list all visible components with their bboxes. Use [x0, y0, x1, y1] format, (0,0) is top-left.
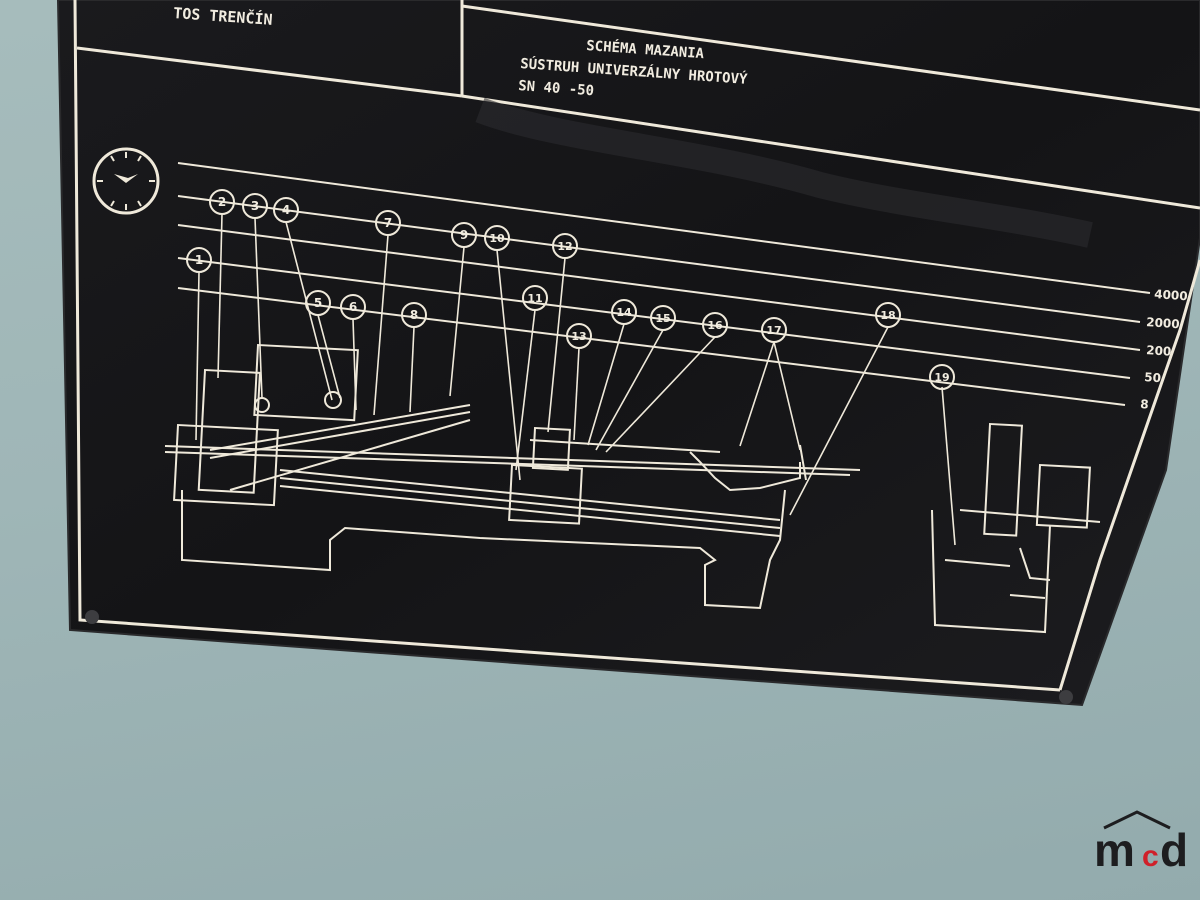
lubrication-point: 13 [566, 323, 592, 349]
interval-label-50: 50 [1144, 370, 1162, 385]
lubrication-point: 5 [305, 290, 331, 316]
lubrication-point: 18 [875, 302, 901, 328]
svg-text:1: 1 [195, 253, 203, 267]
lubrication-point: 7 [375, 210, 401, 236]
svg-text:5: 5 [314, 296, 322, 310]
svg-text:13: 13 [571, 330, 586, 343]
svg-text:12: 12 [557, 240, 572, 253]
lubrication-point: 8 [401, 302, 427, 328]
lubrication-point: 10 [484, 225, 510, 251]
clock-icon [92, 147, 160, 215]
lubrication-point: 3 [242, 193, 268, 219]
lubrication-point: 15 [650, 305, 676, 331]
svg-text:3: 3 [251, 199, 259, 213]
lubrication-point: 19 [929, 364, 955, 390]
svg-text:2: 2 [218, 195, 226, 209]
interval-label-4000: 4000 [1154, 287, 1188, 303]
svg-text:19: 19 [934, 371, 949, 384]
svg-text:14: 14 [616, 306, 632, 319]
lubrication-point: 4 [273, 197, 299, 223]
leader-lines [195, 213, 956, 546]
interval-lines [177, 162, 1151, 406]
svg-text:16: 16 [707, 319, 723, 332]
lubrication-point: 6 [340, 294, 366, 320]
lubrication-points: 1 2 3 4 5 6 7 8 9 10 11 12 13 14 15 16 1… [186, 189, 955, 390]
plate [56, 0, 1200, 707]
svg-text:4: 4 [282, 203, 290, 217]
svg-text:m: m [1094, 824, 1135, 876]
screw [1059, 690, 1073, 704]
svg-text:9: 9 [460, 228, 468, 242]
interval-label-2000: 2000 [1146, 315, 1180, 331]
watermark-logo: m c d [1094, 810, 1188, 876]
svg-text:6: 6 [349, 300, 357, 314]
interval-label-200: 200 [1146, 343, 1172, 359]
svg-text:7: 7 [384, 216, 392, 230]
svg-text:18: 18 [880, 309, 895, 322]
lubrication-point: 2 [209, 189, 235, 215]
svg-text:10: 10 [489, 232, 505, 245]
screw [85, 610, 99, 624]
svg-text:d: d [1160, 824, 1188, 876]
lubrication-point: 9 [451, 222, 477, 248]
lubrication-point: 1 [186, 247, 212, 273]
lubrication-point: 14 [611, 299, 637, 325]
lubrication-point: 16 [702, 312, 728, 338]
interval-label-8: 8 [1140, 397, 1149, 412]
svg-text:15: 15 [655, 312, 670, 325]
lubrication-point: 11 [522, 285, 548, 311]
svg-text:8: 8 [410, 308, 418, 322]
plate-model: SN 40 -50 [518, 78, 595, 99]
svg-text:c: c [1142, 840, 1159, 873]
svg-text:11: 11 [527, 292, 542, 305]
lathe-schematic [164, 343, 1101, 634]
svg-text:17: 17 [766, 324, 781, 337]
lubrication-point: 17 [761, 317, 787, 343]
lubrication-point: 12 [552, 233, 578, 259]
